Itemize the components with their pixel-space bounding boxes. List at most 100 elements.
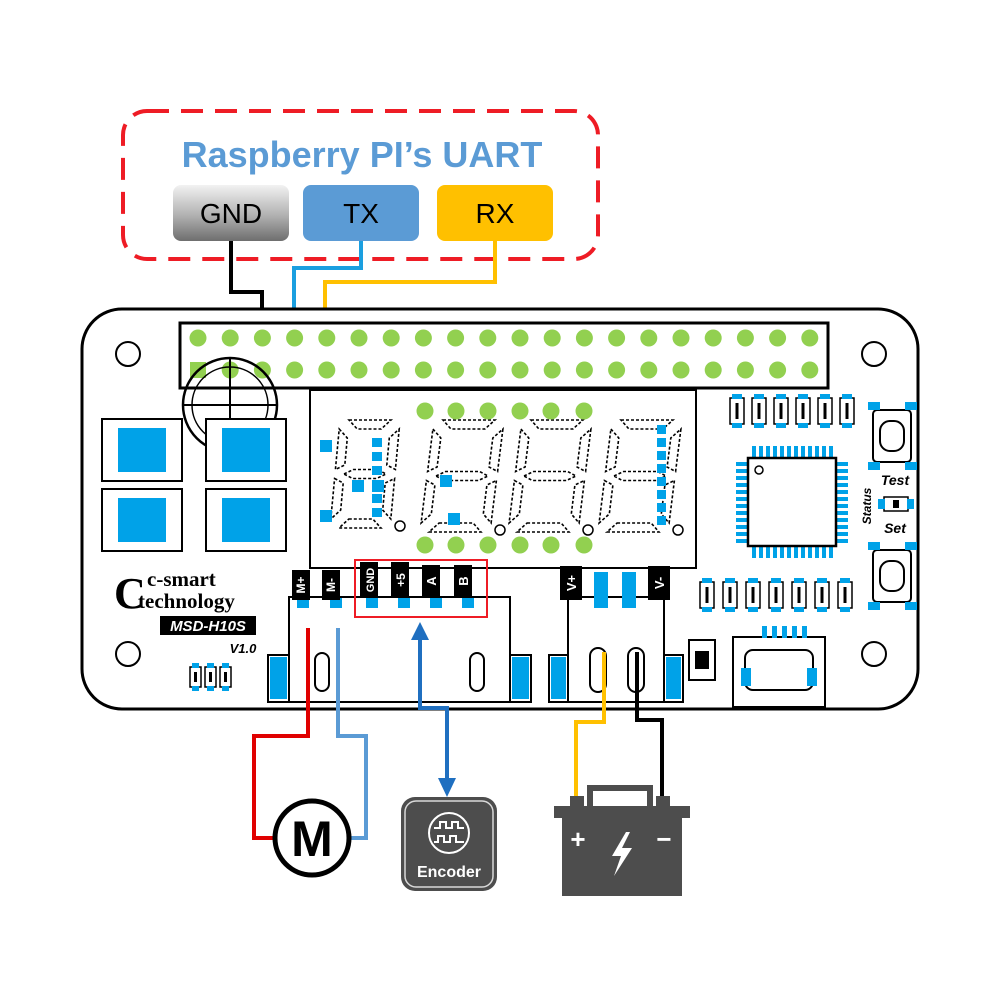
mcu-pin bbox=[834, 539, 848, 543]
mcu-pin bbox=[834, 483, 848, 487]
gpio-pin bbox=[511, 361, 529, 379]
gpio-pin bbox=[672, 329, 690, 347]
gpio-pin bbox=[253, 329, 271, 347]
display-pad bbox=[416, 536, 434, 554]
display-pad bbox=[511, 402, 529, 420]
gpio-pin bbox=[382, 361, 400, 379]
resistor-pad bbox=[817, 578, 827, 583]
version-label: V1.0 bbox=[230, 641, 258, 656]
brand-line2: technology bbox=[138, 589, 235, 613]
resistor-body bbox=[823, 403, 827, 419]
gpio-pin bbox=[608, 361, 626, 379]
gpio-pin bbox=[479, 329, 497, 347]
display-smd-pad bbox=[372, 438, 382, 447]
mcu-pin bbox=[752, 446, 756, 460]
encoder-arrow-down bbox=[438, 778, 456, 797]
connector-pin bbox=[462, 598, 474, 608]
tx-wire bbox=[292, 241, 363, 330]
display-pad bbox=[575, 402, 593, 420]
mcu-pin bbox=[834, 518, 848, 522]
segment bbox=[514, 427, 530, 473]
resistor-pad bbox=[820, 394, 830, 399]
mcu-pin bbox=[808, 446, 812, 460]
mcu-pin bbox=[780, 446, 784, 460]
segment bbox=[570, 479, 586, 525]
resistor-body bbox=[194, 672, 197, 682]
resistor-pad bbox=[754, 394, 764, 399]
segment bbox=[426, 427, 442, 473]
resistor-pad bbox=[798, 423, 808, 428]
mcu-pin bbox=[736, 490, 750, 494]
gpio-pins bbox=[189, 329, 819, 379]
test-button[interactable] bbox=[868, 402, 917, 470]
resistor-body bbox=[705, 587, 709, 603]
gpio-pin bbox=[575, 361, 593, 379]
motor-icon: M bbox=[272, 798, 352, 878]
pin-label-v-plus: V+ bbox=[560, 566, 582, 600]
mcu-pin bbox=[787, 544, 791, 558]
display-smd-pad bbox=[657, 464, 666, 473]
mcu-pin bbox=[822, 544, 826, 558]
segment bbox=[514, 522, 571, 533]
micro-usb-connector bbox=[732, 626, 826, 708]
segment bbox=[604, 427, 620, 473]
display-smd-pad bbox=[657, 451, 666, 460]
mcu-pin bbox=[834, 490, 848, 494]
segment bbox=[334, 427, 349, 471]
pin-label-m-plus: M+ bbox=[292, 570, 310, 600]
mcu-pin bbox=[815, 544, 819, 558]
segment bbox=[576, 426, 592, 473]
mcu-pin bbox=[773, 446, 777, 460]
resistor-pad bbox=[798, 394, 808, 399]
display-pad bbox=[447, 402, 465, 420]
display-smd-pad bbox=[657, 438, 666, 447]
svg-text:M: M bbox=[291, 811, 333, 867]
gpio-pin bbox=[543, 329, 561, 347]
svg-text:V-: V- bbox=[652, 577, 667, 589]
display-smd-pad bbox=[372, 452, 382, 461]
mount-hole-bl bbox=[115, 641, 141, 667]
mcu-pin bbox=[736, 462, 750, 466]
display-smd-pad bbox=[372, 466, 382, 475]
model-label: MSD-H10S bbox=[170, 618, 246, 635]
mcu-pin bbox=[808, 544, 812, 558]
set-button[interactable] bbox=[868, 542, 917, 610]
gpio-pin bbox=[414, 329, 432, 347]
segment bbox=[666, 426, 682, 473]
status-label: Status bbox=[860, 487, 874, 524]
gpio-pin bbox=[286, 361, 304, 379]
gpio-pin bbox=[447, 329, 465, 347]
battery-black-wire bbox=[635, 652, 664, 800]
gpio-pin bbox=[447, 361, 465, 379]
mcu-pin bbox=[834, 469, 848, 473]
mcu-pin bbox=[736, 532, 750, 536]
gpio-pin bbox=[479, 361, 497, 379]
gpio-pin bbox=[414, 361, 432, 379]
segment bbox=[441, 419, 498, 430]
resistor-pad bbox=[771, 578, 781, 583]
display-pads bbox=[320, 402, 666, 554]
resistor-pad bbox=[817, 607, 827, 612]
display-smd-pad bbox=[448, 513, 460, 525]
decimal-point bbox=[394, 520, 406, 532]
mcu-chip bbox=[736, 446, 848, 558]
svg-text:+5: +5 bbox=[394, 573, 408, 587]
mosfet-array bbox=[101, 418, 287, 552]
svg-text:M+: M+ bbox=[294, 576, 308, 593]
motor-encoder-connector bbox=[267, 596, 532, 703]
svg-text:GND: GND bbox=[365, 568, 377, 593]
diode bbox=[688, 639, 716, 681]
mcu-pin bbox=[736, 511, 750, 515]
rx-box bbox=[437, 185, 553, 241]
segment bbox=[420, 479, 436, 525]
resistor-pad bbox=[732, 394, 742, 399]
pin-label-b: B bbox=[454, 565, 472, 598]
resistor-pad bbox=[725, 578, 735, 583]
resistor-body bbox=[224, 672, 227, 682]
pin-label-m-minus: M- bbox=[322, 570, 340, 600]
gnd-label: GND bbox=[200, 198, 262, 229]
segment bbox=[508, 479, 524, 525]
connector-pin bbox=[297, 598, 309, 608]
gpio-pin bbox=[350, 329, 368, 347]
